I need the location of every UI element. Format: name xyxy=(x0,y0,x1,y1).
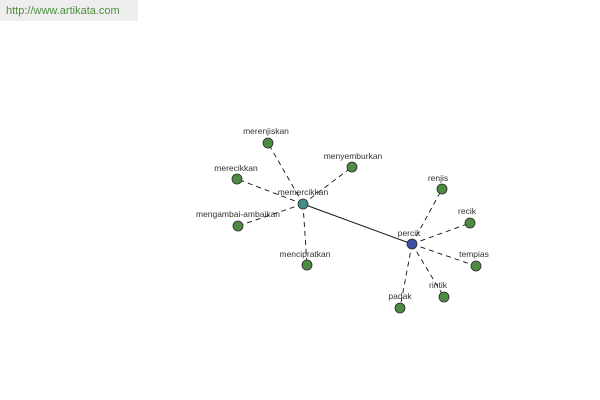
node-dot-merecikkan[interactable] xyxy=(231,173,243,185)
edge-percik-padak xyxy=(399,243,413,309)
node-dot-padak[interactable] xyxy=(394,302,406,314)
url-banner: http://www.artikata.com xyxy=(0,0,138,21)
node-dot-percik[interactable] xyxy=(406,238,418,250)
edge-memercikkan-menyemburkan xyxy=(302,166,353,205)
node-dot-recik[interactable] xyxy=(464,217,476,229)
edge-layer xyxy=(236,142,477,309)
node-merenjiskan[interactable]: merenjiskan xyxy=(243,126,289,149)
node-menyemburkan[interactable]: menyemburkan xyxy=(324,151,383,173)
node-recik[interactable]: recik xyxy=(458,206,477,229)
node-label-memercikkan[interactable]: memercikkan xyxy=(278,187,329,197)
node-tempias[interactable]: tempias xyxy=(459,249,489,272)
node-label-merenjiskan[interactable]: merenjiskan xyxy=(243,126,289,136)
node-label-recik[interactable]: recik xyxy=(458,206,477,216)
node-renjis[interactable]: renjis xyxy=(428,173,448,195)
node-label-merecikkan[interactable]: merecikkan xyxy=(214,163,258,173)
node-dot-memercikkan[interactable] xyxy=(297,198,309,210)
node-merecikkan[interactable]: merecikkan xyxy=(214,163,258,185)
edge-percik-tempias xyxy=(411,243,477,267)
node-label-padak[interactable]: padak xyxy=(388,291,412,301)
node-dot-memercikkan-ke[interactable] xyxy=(301,259,313,271)
node-layer: memercikkan percik merenjiskan menyemburkan… xyxy=(196,126,489,314)
node-dot-mengambai-ambaikan[interactable] xyxy=(232,220,244,232)
edge-percik-renjis xyxy=(411,188,443,245)
edge-memercikkan-memercikkan-ke xyxy=(302,203,308,266)
edge-memercikkan-percik xyxy=(302,203,413,245)
node-label-percik[interactable]: percik xyxy=(398,228,421,238)
edge-memercikkan-merecikkan xyxy=(236,178,304,205)
node-dot-merenjiskan[interactable] xyxy=(262,137,274,149)
node-dot-rintik[interactable] xyxy=(438,291,450,303)
node-dot-renjis[interactable] xyxy=(436,183,448,195)
node-dot-tempias[interactable] xyxy=(470,260,482,272)
edge-memercikkan-mengambai-ambaikan xyxy=(237,203,304,227)
node-percik[interactable]: percik xyxy=(398,228,421,250)
node-label-renjis[interactable]: renjis xyxy=(428,173,448,183)
edge-percik-rintik xyxy=(411,243,445,298)
node-label-menyemburkan[interactable]: menyemburkan xyxy=(324,151,383,161)
node-memercikkan-ke[interactable]: mencipratkan xyxy=(279,249,331,271)
node-dot-menyemburkan[interactable] xyxy=(346,161,358,173)
node-padak[interactable]: padak xyxy=(388,291,412,314)
edge-memercikkan-merenjiskan xyxy=(267,142,304,205)
edge-percik-recik xyxy=(411,222,471,245)
node-mengambai-ambaikan[interactable]: mengambai-ambaikan xyxy=(196,209,280,232)
site-url[interactable]: http://www.artikata.com xyxy=(6,4,120,17)
node-rintik[interactable]: rintik xyxy=(429,280,450,303)
node-label-tempias[interactable]: tempias xyxy=(459,249,489,259)
node-label-mengambai-ambaikan[interactable]: mengambai-ambaikan xyxy=(196,209,280,219)
node-label-rintik[interactable]: rintik xyxy=(429,280,448,290)
node-memercikkan[interactable]: memercikkan xyxy=(278,187,329,210)
node-label-memercikkan-ke[interactable]: mencipratkan xyxy=(279,249,330,259)
